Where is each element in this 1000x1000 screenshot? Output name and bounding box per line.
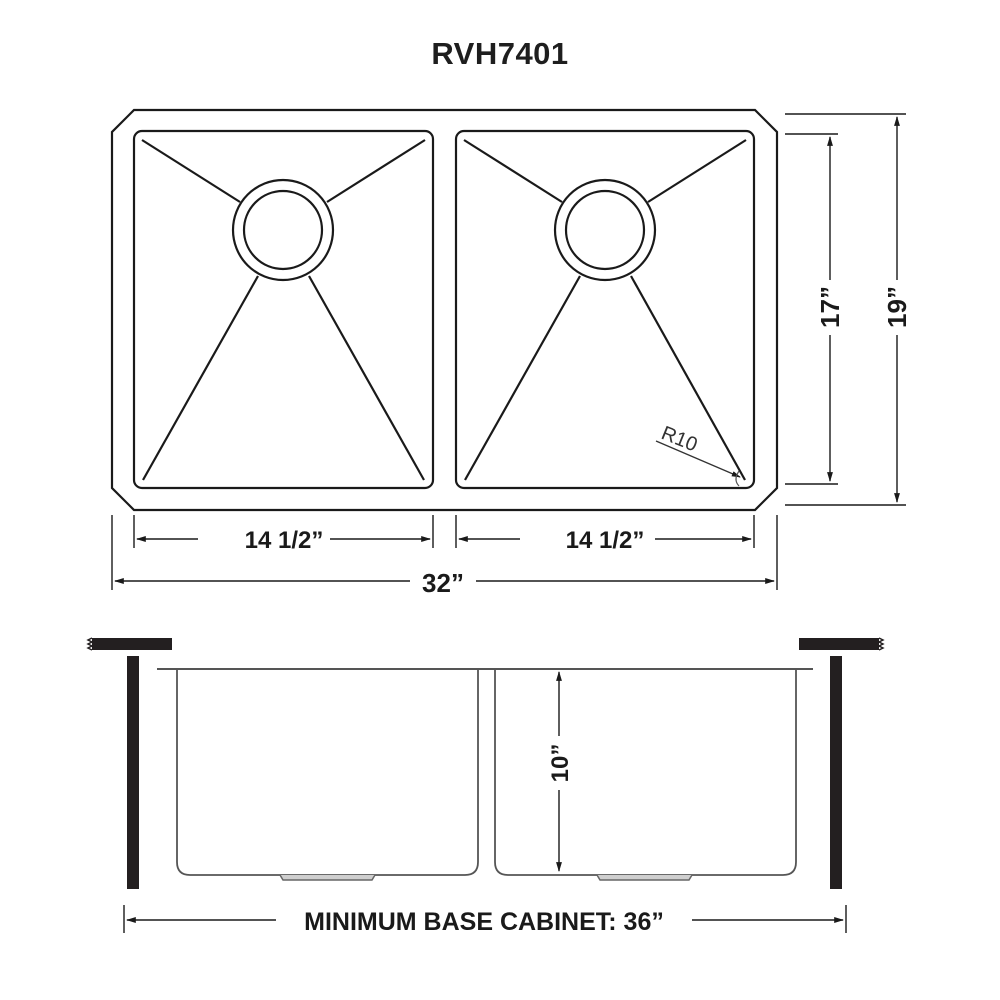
right-bowl-slope-line: [630, 275, 746, 481]
min-cabinet-label: MINIMUM BASE CABINET: 36”: [304, 908, 664, 936]
overall-width-label: 32”: [422, 568, 464, 598]
model-title: RVH7401: [431, 36, 569, 71]
right-bowl-slope-line: [464, 275, 581, 481]
countertop-right: [799, 638, 879, 650]
side-view: [86, 637, 885, 889]
sink-flange-outline: [110, 108, 779, 512]
right-bowl-profile: [494, 669, 797, 876]
cabinet-wall-left: [127, 656, 139, 889]
bowl-depth-label: 17”: [815, 286, 845, 328]
countertop-left-break: [86, 637, 94, 651]
countertop-right-break: [877, 637, 885, 651]
left-bowl-width-label: 14 1/2”: [245, 527, 324, 554]
left-drain-outer: [231, 178, 335, 282]
cabinet-wall-right: [830, 656, 842, 889]
cabinet-dimension: [123, 905, 847, 933]
left-bowl-outline: [132, 129, 435, 490]
right-bowl-outline: [454, 129, 756, 490]
bowl-height-label: 10”: [547, 744, 574, 783]
overall-depth-label: 19”: [882, 286, 912, 328]
countertop-left: [92, 638, 172, 650]
radius-leader-line: [655, 440, 741, 478]
right-bowl-slope-line: [647, 139, 747, 203]
left-drain-profile: [279, 874, 376, 881]
right-drain-profile: [596, 874, 693, 881]
left-bowl-slope-line: [326, 139, 426, 203]
left-bowl-slope-line: [141, 139, 241, 203]
depth-dimensions: [785, 113, 906, 506]
right-drain-outer: [553, 178, 657, 282]
left-bowl-profile: [176, 669, 479, 876]
radius-arc: [735, 470, 740, 487]
right-drain-inner: [564, 189, 646, 271]
top-view: [110, 108, 779, 512]
width-dimensions: [111, 515, 778, 590]
right-bowl-width-label: 14 1/2”: [566, 527, 645, 554]
left-drain-inner: [242, 189, 324, 271]
right-bowl-slope-line: [463, 139, 563, 203]
left-bowl-slope-line: [142, 275, 259, 481]
left-bowl-slope-line: [308, 275, 425, 481]
